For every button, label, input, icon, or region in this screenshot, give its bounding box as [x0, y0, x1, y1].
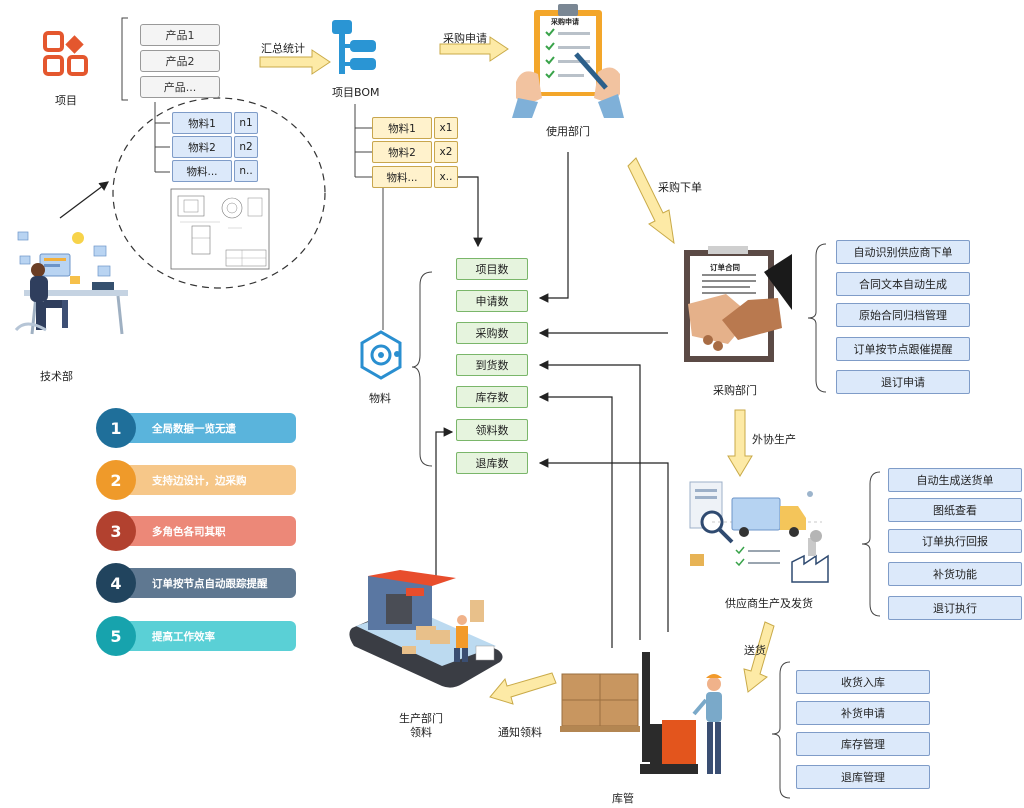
notify-label: 通知领料 [498, 726, 542, 739]
warehouse-stock-arrow [538, 392, 613, 648]
use-department-label: 使用部门 [546, 125, 590, 138]
feature-bar: 提高工作效率 [122, 621, 296, 651]
count-list: 项目数 申请数 采购数 到货数 库存数 领料数 退库数 [456, 258, 530, 478]
bom-to-count-arrow [455, 176, 483, 248]
bom-icon [330, 18, 380, 78]
engineering-drawing-image[interactable] [170, 188, 270, 270]
production-illustration [346, 570, 506, 690]
feature-number: 5 [96, 616, 136, 656]
count-apply[interactable]: 申请数 [456, 290, 528, 312]
count-project[interactable]: 项目数 [456, 258, 528, 280]
feature-bar: 支持边设计，边采购 [122, 465, 296, 495]
count-arrival[interactable]: 到货数 [456, 354, 528, 376]
warehouse-return-arrow [538, 458, 669, 632]
feature-number: 4 [96, 563, 136, 603]
delivery-label: 送货 [744, 644, 766, 657]
purchasing-label: 采购部门 [713, 384, 757, 397]
purchasing-function[interactable]: 合同文本自动生成 [836, 272, 970, 296]
warehouse-function[interactable]: 补货申请 [796, 701, 930, 725]
warehouse-illustration [554, 648, 736, 784]
contract-handshake-illustration [678, 244, 798, 370]
summary-label: 汇总统计 [261, 42, 305, 55]
bom-row[interactable]: 物料...x.. [372, 166, 458, 188]
outsource-arrow [727, 409, 753, 477]
count-bracket [411, 271, 433, 467]
count-pick[interactable]: 领料数 [456, 419, 528, 441]
feature-number: 3 [96, 511, 136, 551]
purchasing-function[interactable]: 退订申请 [836, 370, 970, 394]
count-return[interactable]: 退库数 [456, 452, 528, 474]
feature-bar: 多角色各司其职 [122, 516, 296, 546]
supplier-function[interactable]: 退订执行 [888, 596, 1022, 620]
detail-dashed-circle [112, 97, 326, 289]
production-pick-arrow [435, 427, 454, 580]
production-label-line1: 生产部门 [399, 712, 443, 725]
feature-item: 全局数据一览无遗 1 [96, 408, 306, 448]
notify-arrow [489, 672, 557, 705]
project-icon [42, 30, 90, 80]
supplier-function[interactable]: 图纸查看 [888, 498, 1022, 522]
material-detail-row[interactable]: 物料...n.. [172, 160, 258, 182]
contract-title: 订单合同 [710, 263, 740, 272]
tech-arrow [59, 181, 109, 219]
delivery-arrow [743, 621, 775, 693]
clipboard-title: 采购申请 [551, 18, 579, 26]
purchasing-function-list: 自动识别供应商下单 合同文本自动生成 原始合同归档管理 订单按节点跟催提醒 退订… [836, 240, 972, 400]
purchase-request-label: 采购申请 [443, 32, 487, 45]
order-arrow [627, 157, 675, 245]
request-arrow [439, 36, 509, 62]
outsource-label: 外协生产 [752, 433, 796, 446]
supplier-illustration [682, 476, 830, 588]
feature-item: 支持边设计，边采购 2 [96, 460, 306, 500]
use-to-apply-arrow [538, 152, 569, 303]
feature-item: 订单按节点自动跟踪提醒 4 [96, 563, 306, 603]
tech-department-label: 技术部 [40, 370, 73, 383]
supplier-function-list: 自动生成送货单 图纸查看 订单执行回报 补货功能 退订执行 [888, 468, 1024, 628]
feature-number: 1 [96, 408, 136, 448]
count-stock[interactable]: 库存数 [456, 386, 528, 408]
supplier-function[interactable]: 自动生成送货单 [888, 468, 1022, 492]
production-label-line2: 领料 [410, 726, 432, 739]
purchasing-function[interactable]: 自动识别供应商下单 [836, 240, 970, 264]
feature-bar: 全局数据一览无遗 [122, 413, 296, 443]
supplier-function[interactable]: 补货功能 [888, 562, 1022, 586]
warehouse-function[interactable]: 收货入库 [796, 670, 930, 694]
bom-label: 项目BOM [332, 86, 380, 99]
use-department-illustration [508, 2, 628, 120]
feature-number: 2 [96, 460, 136, 500]
warehouse-function[interactable]: 退库管理 [796, 765, 930, 789]
warehouse-arrival-arrow [538, 360, 641, 640]
project-label: 项目 [55, 94, 77, 107]
tech-department-illustration [6, 226, 136, 346]
summary-arrow [259, 49, 331, 75]
supplier-label: 供应商生产及发货 [725, 597, 813, 610]
product-bracket [121, 17, 128, 101]
feature-item: 多角色各司其职 3 [96, 511, 306, 551]
purchasing-function[interactable]: 原始合同归档管理 [836, 303, 970, 327]
warehouse-function[interactable]: 库存管理 [796, 732, 930, 756]
count-purchase[interactable]: 采购数 [456, 322, 528, 344]
product-item[interactable]: 产品... [140, 76, 220, 98]
material-gear-icon [358, 330, 404, 380]
supplier-function[interactable]: 订单执行回报 [888, 529, 1022, 553]
purchase-order-label: 采购下单 [658, 181, 702, 194]
warehouse-label: 库管 [612, 792, 634, 805]
product-item[interactable]: 产品1 [140, 24, 220, 46]
material-label: 物料 [369, 392, 391, 405]
warehouse-function-list: 收货入库 补货申请 库存管理 退库管理 [796, 670, 932, 800]
feature-bar: 订单按节点自动跟踪提醒 [122, 568, 296, 598]
product-item[interactable]: 产品2 [140, 50, 220, 72]
feature-item: 提高工作效率 5 [96, 616, 306, 656]
purchasing-function[interactable]: 订单按节点跟催提醒 [836, 337, 970, 361]
product-list: 产品1 产品2 产品... [140, 24, 222, 104]
